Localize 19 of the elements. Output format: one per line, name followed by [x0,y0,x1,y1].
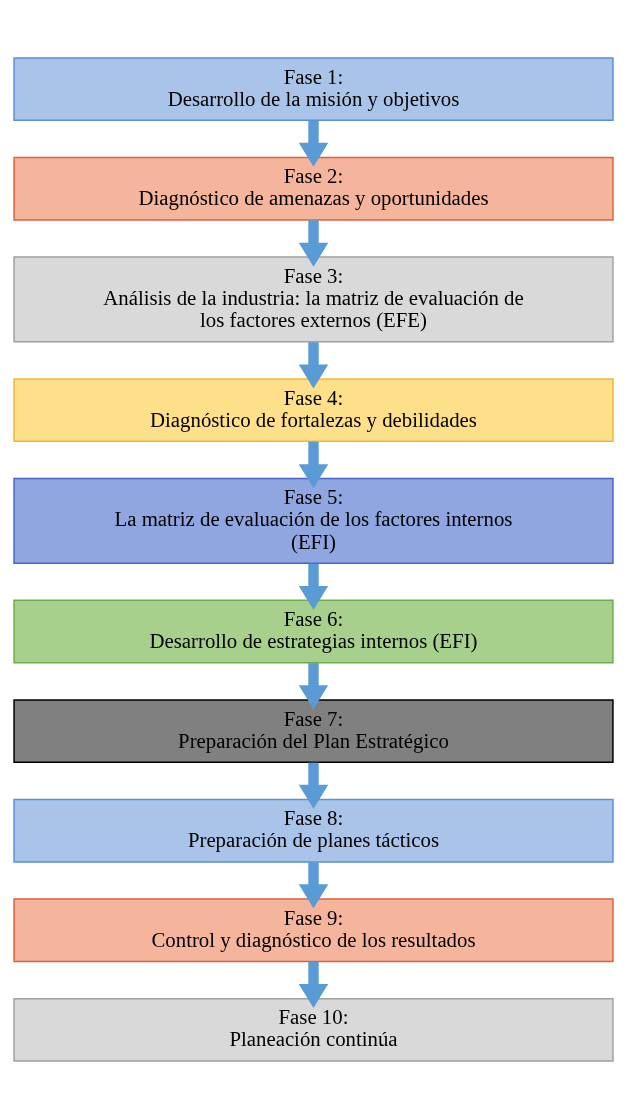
arrow [298,120,329,167]
node-box: Fase 3: Análisis de la industria: la matriz de evaluación de los factores externos (EFE) [13,255,614,343]
arrow [298,961,329,1008]
node-box: Fase 9: Control y diagnóstico de los resultados [13,897,614,962]
node-box: Fase 2: Diagnóstico de amenazas y oportunidades [13,156,614,221]
arrow [298,563,329,610]
arrow [298,861,329,908]
node-box: Fase 10: Planeación continúa [13,997,614,1062]
arrow [298,662,329,709]
node-box: Fase 1: Desarrollo de la misión y objetivos [13,56,614,121]
arrow [298,341,329,389]
node-box: Fase 7: Preparación del Plan Estratégico [13,698,614,763]
arrow [298,441,329,488]
node-box: Fase 5: La matriz de evaluación de los factores internos (EFI) [13,477,614,564]
arrow [298,762,329,809]
arrow [298,219,329,267]
node-box: Fase 8: Preparación de planes tácticos [13,798,614,863]
node-box: Fase 6: Desarrollo de estrategias internos (EFI) [13,599,614,664]
node-box: Fase 4: Diagnóstico de fortalezas y debilidades [13,377,614,442]
